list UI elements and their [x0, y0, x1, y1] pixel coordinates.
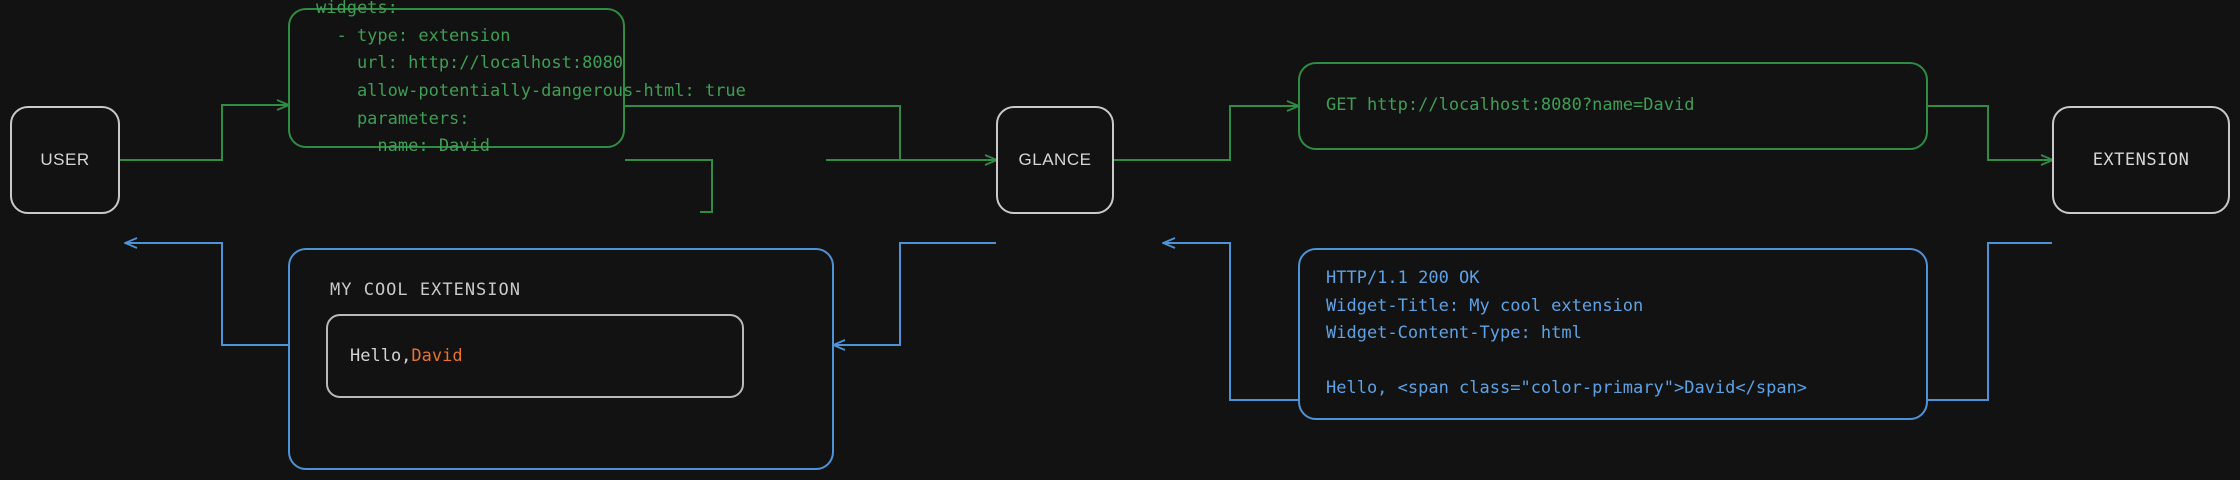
node-extension[interactable]: EXTENSION: [2052, 106, 2230, 214]
node-glance[interactable]: GLANCE: [996, 106, 1114, 214]
widget-greeting-text: Hello,: [350, 346, 412, 366]
config-yaml-box: widgets: - type: extension url: http://l…: [288, 0, 746, 156]
widget-preview-title: MY COOL EXTENSION: [330, 280, 521, 300]
node-user[interactable]: USER: [10, 106, 120, 214]
node-user-label: USER: [40, 150, 90, 169]
node-extension-label: EXTENSION: [2092, 150, 2190, 170]
widget-preview-box: MY COOL EXTENSION Hello, David: [288, 248, 834, 470]
node-glance-label: GLANCE: [1018, 150, 1092, 169]
http-response-box: HTTP/1.1 200 OK Widget-Title: My cool ex…: [1298, 248, 1928, 420]
widget-name-value: David: [411, 346, 463, 366]
widget-preview-card: Hello, David: [326, 314, 744, 398]
http-request-box: GET http://localhost:8080?name=David: [1298, 62, 1928, 150]
http-response-text: HTTP/1.1 200 OK Widget-Title: My cool ex…: [1326, 268, 1808, 399]
response-path-blue: [126, 243, 2052, 401]
config-yaml-text: widgets: - type: extension url: http://l…: [316, 0, 746, 157]
http-request-text: GET http://localhost:8080?name=David: [1326, 95, 1695, 116]
